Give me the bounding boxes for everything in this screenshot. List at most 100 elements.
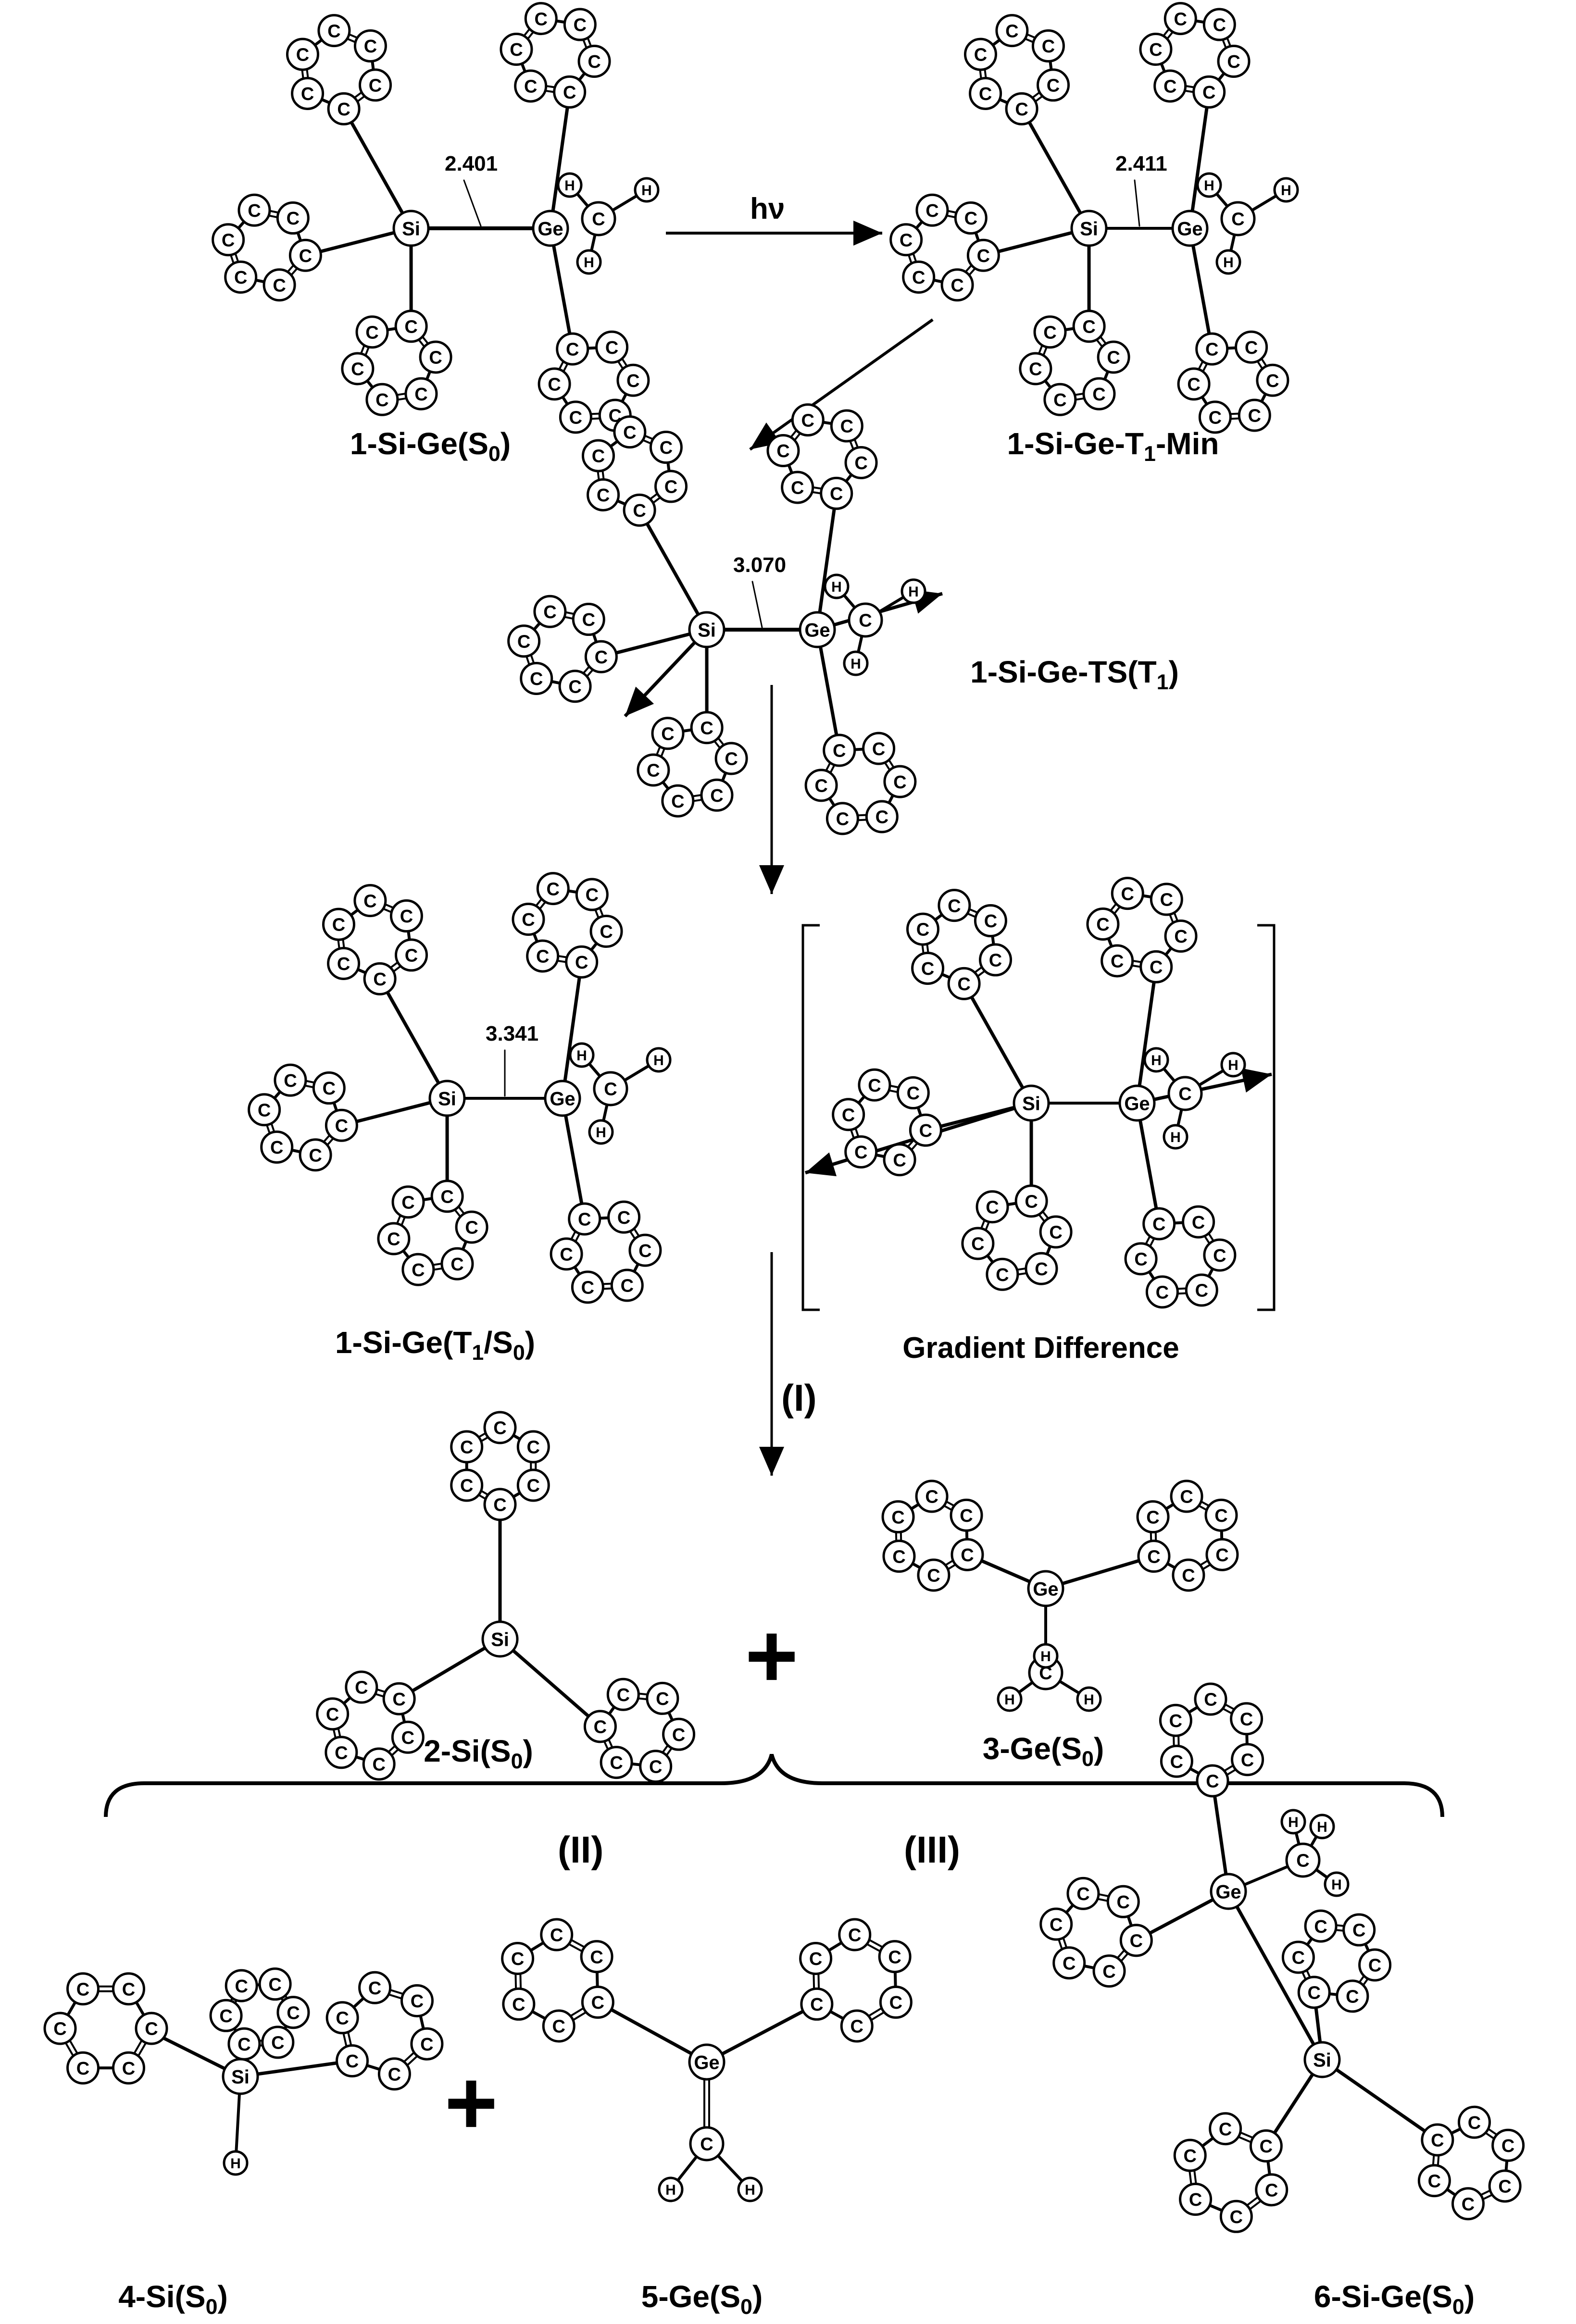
carbon-atom-symbol: C [986, 1197, 999, 1218]
carbon-atom: C [1092, 1954, 1126, 1988]
silicon-atom: Si [481, 1620, 519, 1658]
hydrogen-atom-symbol: H [1040, 1649, 1051, 1665]
carbon-atom: C [995, 14, 1029, 48]
hydrogen-atom: H [1196, 172, 1222, 198]
branch-brace [104, 1753, 1444, 1817]
carbon-atom-symbol: C [710, 786, 723, 806]
methyl-carbon-atom-symbol: C [1296, 1851, 1309, 1871]
carbon-atom: C [500, 33, 533, 66]
down-arrow-ts-head [759, 865, 784, 894]
gd-vector-left-head [805, 1152, 837, 1177]
carbon-atom: C [649, 431, 683, 464]
carbon-atom: C [404, 377, 438, 410]
carbon-atom-symbol: C [814, 776, 827, 796]
carbon-atom-symbol: C [235, 1976, 248, 1997]
carbon-atom: C [976, 1190, 1009, 1224]
carbon-atom-symbol: C [493, 1495, 506, 1516]
carbon-atom-symbol: C [547, 879, 560, 899]
carbon-atom: C [607, 1200, 641, 1234]
carbon-atom-symbol: C [1308, 1983, 1321, 2003]
carbon-atom: C [1082, 377, 1116, 410]
carbon-atom-symbol: C [1107, 348, 1120, 368]
carbon-atom-symbol: C [700, 718, 713, 738]
carbon-atom-symbol: C [725, 749, 738, 770]
carbon-atom: C [906, 912, 939, 946]
carbon-atom-symbol: C [893, 1150, 906, 1170]
label-ge3: 3-Ge(S0) [983, 1731, 1104, 1771]
gradient-difference-label: Gradient Difference [902, 1331, 1179, 1365]
carbon-atom: C [610, 1268, 644, 1302]
ipso-bond [1020, 107, 1091, 230]
carbon-atom: C [209, 1999, 243, 2032]
carbon-atom-symbol: C [365, 323, 378, 343]
carbon-atom: C [1173, 2138, 1207, 2172]
carbon-atom: C [917, 1558, 951, 1592]
pathway-iii-label: (III) [904, 1828, 960, 1871]
carbon-atom: C [1101, 944, 1134, 978]
ipso-bond [549, 90, 572, 230]
carbon-atom-symbol: C [387, 1230, 400, 1250]
carbon-atom: C [1179, 2182, 1213, 2216]
carbon-atom: C [1202, 8, 1236, 41]
hydrogen-atom-symbol: H [908, 584, 919, 600]
carbon-atom-symbol: C [661, 724, 674, 744]
carbon-atom: C [1231, 1743, 1264, 1777]
carbon-atom-symbol: C [375, 390, 388, 410]
carbon-atom-symbol: C [510, 40, 523, 60]
pathway-ii-label: (II) [558, 1828, 603, 1871]
carbon-atom: C [542, 2009, 575, 2043]
carbon-atom: C [616, 363, 650, 397]
carbon-atom-symbol: C [363, 891, 376, 911]
germanium-atom-symbol: Ge [1033, 1578, 1058, 1600]
carbon-atom: C [1235, 330, 1268, 364]
carbon-atom: C [832, 1098, 865, 1131]
hydrogen-atom-symbol: H [1223, 255, 1234, 271]
hydrogen-atom: H [1220, 1052, 1246, 1078]
carbon-atom-symbol: C [527, 1476, 540, 1496]
hydrogen-atom: H [901, 578, 926, 604]
carbon-atom-symbol: C [273, 275, 286, 296]
carbon-atom: C [1417, 2164, 1451, 2198]
carbon-atom: C [455, 1210, 488, 1244]
carbon-atom-symbol: C [851, 2017, 863, 2037]
carbon-atom-symbol: C [299, 246, 312, 266]
carbon-atom-symbol: C [1187, 375, 1200, 395]
relax-arrow [749, 318, 934, 451]
carbon-atom-symbol: C [776, 441, 789, 461]
carbon-atom: C [823, 733, 856, 767]
ipso-bond [705, 2002, 819, 2064]
carbon-atom-symbol: C [1149, 40, 1162, 60]
carbon-atom-symbol: C [1050, 1915, 1063, 1935]
germanium-atom: Ge [1210, 1873, 1247, 1910]
carbon-atom: C [512, 903, 545, 936]
carbon-atom: C [391, 1185, 425, 1219]
carbon-atom-symbol: C [1346, 1987, 1359, 2007]
methyl-carbon-atom: C [1285, 1842, 1321, 1878]
carbon-atom: C [911, 951, 945, 985]
carbon-atom-symbol: C [369, 76, 382, 96]
silicon-atom-symbol: Si [491, 1629, 509, 1650]
ge-si-bond [1226, 1889, 1324, 2062]
carbon-atom-symbol: C [1049, 1223, 1062, 1243]
carbon-atom: C [317, 14, 351, 48]
carbon-atom: C [1072, 310, 1106, 343]
label-si4: 4-Si(S0) [118, 2279, 228, 2319]
carbon-atom: C [883, 765, 917, 798]
carbon-atom-symbol: C [1025, 1192, 1038, 1212]
carbon-atom-symbol: C [1314, 1917, 1327, 1937]
carbon-atom: C [1209, 2112, 1242, 2146]
ipso-bond [1320, 2058, 1439, 2142]
carbon-atom: C [1256, 363, 1289, 397]
ipso-bond [638, 508, 709, 632]
methyl-carbon-atom-symbol: C [1178, 1084, 1191, 1105]
carbon-atom-symbol: C [122, 2059, 135, 2079]
carbon-atom-symbol: C [460, 1438, 473, 1458]
carbon-atom: C [502, 1987, 536, 2021]
ipso-bond [1044, 1554, 1156, 1591]
ipso-bond [561, 1096, 587, 1221]
carbon-atom-symbol: C [335, 1743, 348, 1763]
gd-vector-right-head [1240, 1068, 1272, 1093]
carbon-atom-symbol: C [588, 52, 600, 72]
carbon-atom: C [915, 193, 949, 227]
germanium-atom-symbol: Ge [550, 1088, 575, 1109]
